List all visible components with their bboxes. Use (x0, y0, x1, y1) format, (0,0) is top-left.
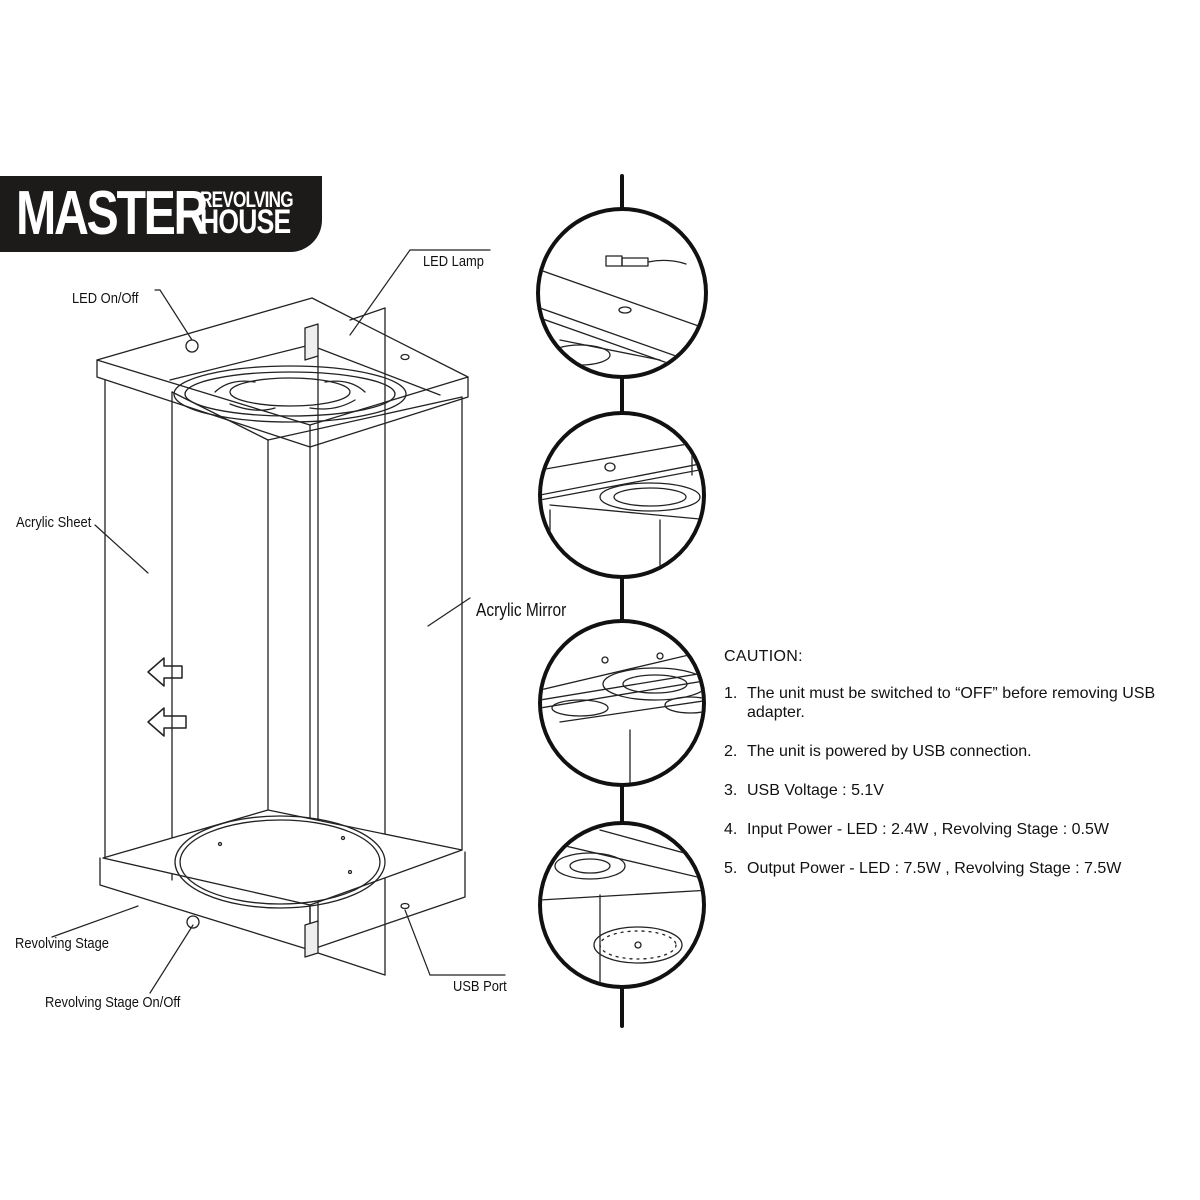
caution-item-number: 2. (724, 743, 738, 760)
caution-item: 4. Input Power - LED : 2.4W , Revolving … (724, 820, 1184, 839)
revolving-stage-base (99, 809, 466, 958)
caution-item-text: Output Power - LED : 7.5W , Revolving St… (747, 860, 1122, 877)
top-lid (96, 297, 469, 448)
detail-circle-2 (538, 411, 706, 579)
detail-circle-3 (538, 619, 706, 787)
callout-leaders (51, 249, 506, 994)
caution-item-number: 3. (724, 782, 738, 799)
caution-item: 3. USB Voltage : 5.1V (724, 781, 1184, 800)
brand-banner (0, 176, 322, 252)
label-revolving-stage: Revolving Stage (15, 935, 109, 952)
label-acrylic-mirror: Acrylic Mirror (476, 600, 567, 620)
brand-logo-sub-line2: HOUSE (200, 203, 291, 241)
caution-item-text: USB Voltage : 5.1V (747, 782, 884, 799)
slide-arrows (147, 657, 187, 737)
usb-port-icon (400, 902, 410, 910)
caution-item: 5. Output Power - LED : 7.5W , Revolving… (724, 859, 1184, 878)
stage-switch-icon (186, 915, 200, 929)
label-revolving-stage-on-off: Revolving Stage On/Off (45, 994, 181, 1011)
label-led-lamp: LED Lamp (423, 253, 484, 270)
caution-item: 2. The unit is powered by USB connection… (724, 742, 1184, 761)
caution-item-number: 5. (724, 860, 738, 877)
caution-item: 1. The unit must be switched to “OFF” be… (724, 684, 1184, 722)
detail-circle-4 (538, 821, 706, 989)
brand-logo-main: MASTER (16, 179, 208, 248)
caution-item-text: The unit is powered by USB connection. (747, 743, 1032, 760)
caution-item-number: 1. (724, 685, 738, 702)
caution-item-number: 4. (724, 821, 738, 838)
caution-item-text: Input Power - LED : 2.4W , Revolving Sta… (747, 821, 1109, 838)
label-acrylic-sheet: Acrylic Sheet (16, 514, 92, 531)
label-usb-port: USB Port (453, 978, 507, 995)
detail-circle-1 (536, 207, 708, 379)
caution-title: CAUTION: (724, 648, 803, 665)
caution-list: 1. The unit must be switched to “OFF” be… (724, 684, 1184, 878)
display-case (96, 297, 469, 976)
caution-section: CAUTION: 1. The unit must be switched to… (724, 648, 1184, 898)
label-led-on-off: LED On/Off (72, 290, 139, 307)
brand-logo-sub-line1: REVOLVING (200, 187, 294, 212)
caution-item-text: The unit must be switched to “OFF” befor… (747, 685, 1156, 721)
